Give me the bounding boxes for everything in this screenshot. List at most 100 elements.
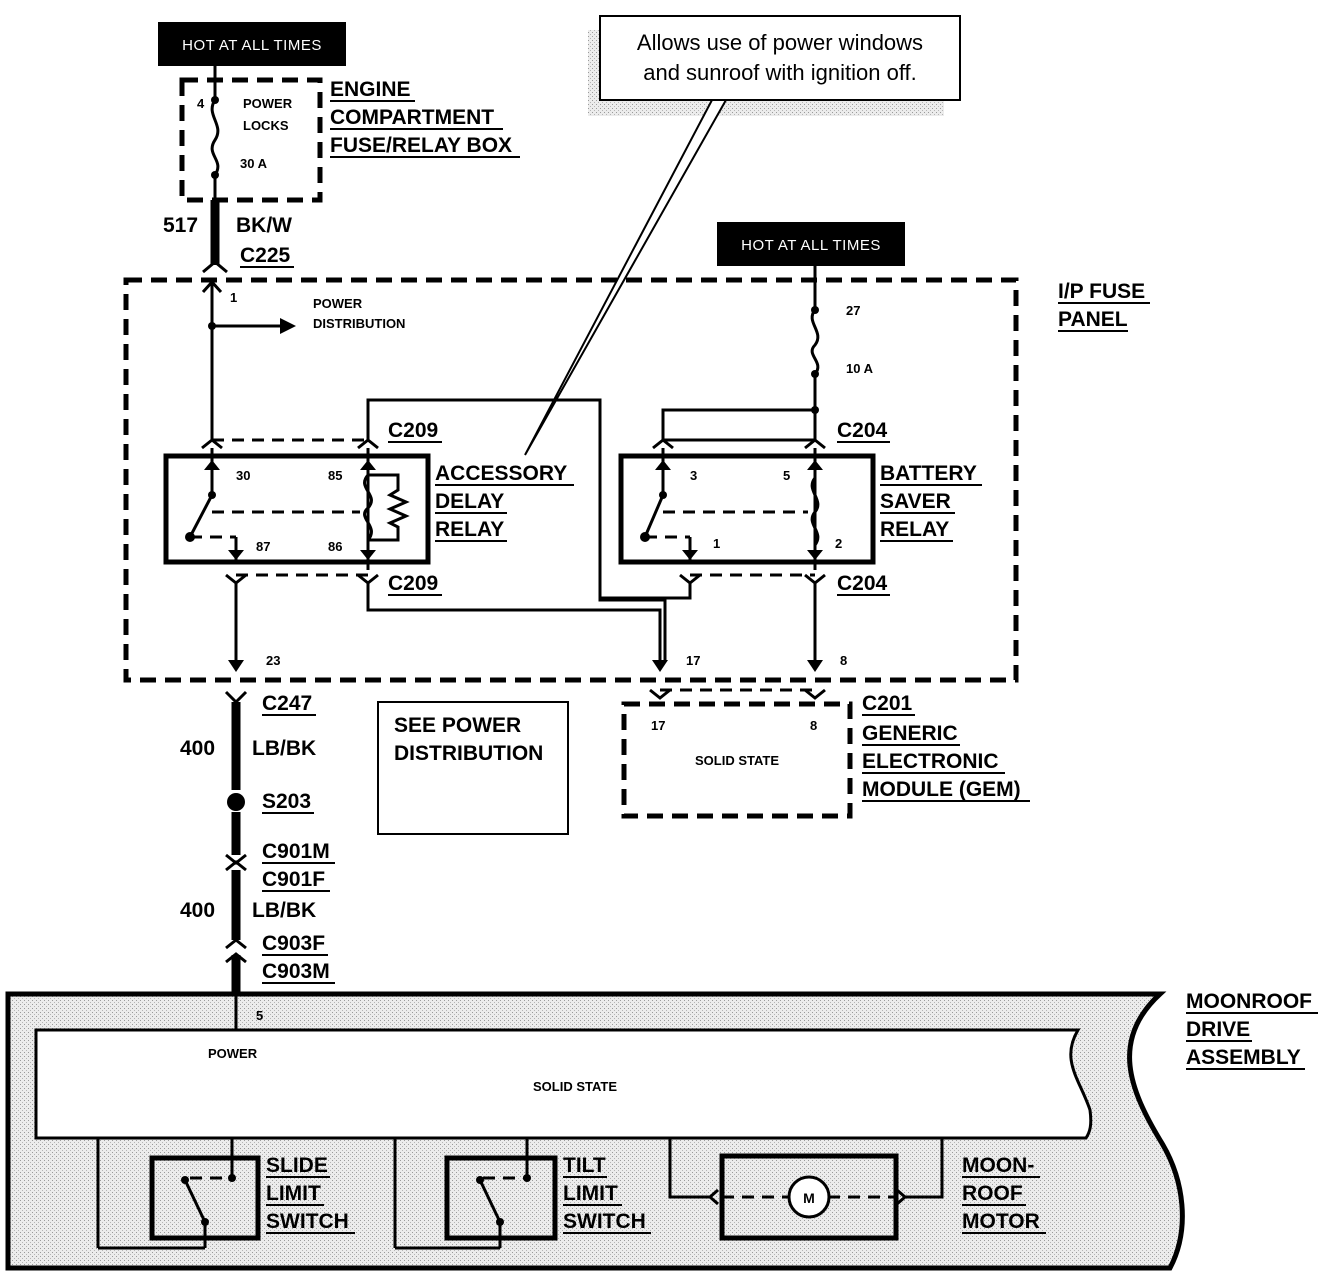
- hot-label-text: HOT AT ALL TIMES: [182, 37, 322, 54]
- motor-label-3: MOTOR: [962, 1210, 1040, 1233]
- wire-400-color-upper: LB/BK: [252, 737, 316, 760]
- callout-note: Allows use of power windows and sunroof …: [524, 15, 961, 456]
- slide-switch-label-1: SLIDE: [266, 1154, 328, 1177]
- solid-state-module: [34, 1028, 1093, 1140]
- gem-label-2: ELECTRONIC: [862, 750, 999, 773]
- generic-electronic-module: 17 8 SOLID STATE: [621, 688, 853, 819]
- moonroof-solid-state: SOLID STATE: [533, 1079, 617, 1094]
- connector-c903m: C903M: [262, 960, 330, 983]
- engine-compartment-fuse-box: 4 POWER LOCKS 30 A: [179, 60, 323, 203]
- ip-fuse-panel: [123, 277, 1019, 683]
- tilt-limit-switch: [393, 1138, 558, 1250]
- moonroof-drive-assembly: 5 POWER SOLID STATE: [5, 991, 1185, 1271]
- power-distribution-label-2: DISTRIBUTION: [313, 316, 405, 331]
- connector-c247: C247: [262, 692, 312, 715]
- fuse-27-amperage: 10 A: [846, 361, 874, 376]
- wire-to-gem-pin-17: [366, 398, 667, 660]
- ip-fuse-panel-label-1: I/P FUSE: [1058, 280, 1145, 303]
- accessory-delay-relay-label-1: ACCESSORY: [435, 462, 567, 485]
- blank-label-area: [305, 340, 420, 366]
- accessory-delay-relay: 30 85 87 86: [163, 448, 431, 570]
- accessory-delay-relay-label-2: DELAY: [435, 490, 504, 513]
- relay-coil: [368, 473, 410, 542]
- moonroof-motor: M: [668, 1138, 944, 1241]
- fuse-4-number: 4: [197, 96, 205, 111]
- accessory-delay-relay-label-3: RELAY: [435, 518, 504, 541]
- wire-517-number: 517: [163, 214, 198, 237]
- connector-c903f: C903F: [262, 932, 325, 955]
- gem-label-1: GENERIC: [862, 722, 958, 745]
- connector-c209-bottom: C209: [388, 572, 438, 595]
- fuse-27-number: 27: [846, 303, 860, 318]
- wire-517-color: BK/W: [236, 214, 292, 237]
- moonroof-drive-label-2: DRIVE: [1186, 1018, 1250, 1041]
- relay-contact-arm: [188, 494, 214, 538]
- motor-m-label: M: [803, 1190, 815, 1206]
- adr-pin-85: 85: [328, 468, 342, 483]
- connector-c204-bottom: C204: [837, 572, 888, 595]
- fuse-4-name-1: POWER: [243, 96, 293, 111]
- connector-c225: C225: [240, 244, 291, 267]
- hot-label-text: HOT AT ALL TIMES: [741, 237, 881, 254]
- see-pd-line-1: SEE POWER: [394, 714, 521, 737]
- adr-pin-30: 30: [236, 468, 250, 483]
- pin-17: 17: [686, 653, 700, 668]
- connector-c901f: C901F: [262, 868, 325, 891]
- callout-pointer: [524, 99, 728, 456]
- battery-saver-relay-label-3: RELAY: [880, 518, 949, 541]
- see-pd-line-2: DISTRIBUTION: [394, 742, 543, 765]
- bsr-pin-1: 1: [713, 536, 720, 551]
- pin-23: 23: [266, 653, 280, 668]
- callout-line-2: and sunroof with ignition off.: [643, 60, 917, 85]
- pin-8: 8: [840, 653, 847, 668]
- slide-switch-label-2: LIMIT: [266, 1182, 321, 1205]
- tilt-switch-label-1: TILT: [563, 1154, 606, 1177]
- engine-box-label-2: COMPARTMENT: [330, 106, 494, 129]
- moonroof-pin-5: 5: [256, 1008, 263, 1023]
- motor-label-1: MOON-: [962, 1154, 1034, 1177]
- battery-saver-relay-label-1: BATTERY: [880, 462, 977, 485]
- moonroof-drive-label-1: MOONROOF: [1186, 990, 1312, 1013]
- gem-label-3: MODULE (GEM): [862, 778, 1021, 801]
- connector-c901m: C901M: [262, 840, 330, 863]
- gem-solid-state: SOLID STATE: [695, 753, 779, 768]
- moonroof-drive-label-3: ASSEMBLY: [1186, 1046, 1301, 1069]
- splice-s203-label: S203: [262, 790, 311, 813]
- ip-fuse-panel-label-2: PANEL: [1058, 308, 1128, 331]
- wire-400-number-upper: 400: [180, 737, 215, 760]
- tilt-switch-label-2: LIMIT: [563, 1182, 618, 1205]
- connector-c204-top: C204: [837, 419, 888, 442]
- fuse-4-amperage: 30 A: [240, 156, 268, 171]
- engine-box-label-1: ENGINE: [330, 78, 411, 101]
- adr-pin-87: 87: [256, 539, 270, 554]
- gem-pin-17: 17: [651, 718, 665, 733]
- callout-line-1: Allows use of power windows: [637, 30, 923, 55]
- splice-s203: [227, 793, 245, 811]
- fuse-27-element: [810, 309, 820, 375]
- see-power-distribution-box: SEE POWER DISTRIBUTION: [377, 701, 569, 835]
- connector-c209-top: C209: [388, 419, 438, 442]
- battery-saver-relay-label-2: SAVER: [880, 490, 951, 513]
- motor-icon: [787, 1175, 831, 1219]
- tilt-switch-label-3: SWITCH: [563, 1210, 646, 1233]
- relay-contact-arm: [643, 494, 665, 538]
- adr-pin-86: 86: [328, 539, 342, 554]
- slide-limit-switch: [96, 1138, 261, 1250]
- slide-switch-label-3: SWITCH: [266, 1210, 349, 1233]
- wire-400-number-lower: 400: [180, 899, 215, 922]
- bsr-pin-3: 3: [690, 468, 697, 483]
- hot-at-all-times-label-fuse-panel: HOT AT ALL TIMES: [717, 222, 905, 266]
- bsr-pin-5: 5: [783, 468, 790, 483]
- connector-c201: C201: [862, 692, 913, 715]
- fuse-4-name-2: LOCKS: [243, 118, 289, 133]
- battery-saver-relay: 3 5 1 2: [618, 448, 876, 570]
- moonroof-power-label: POWER: [208, 1046, 258, 1061]
- hot-at-all-times-label-top: HOT AT ALL TIMES: [158, 22, 346, 66]
- relay-coil: [810, 477, 820, 546]
- gem-pin-8: 8: [810, 718, 817, 733]
- fuse-4-element: [210, 99, 220, 176]
- wire-400-color-lower: LB/BK: [252, 899, 316, 922]
- bsr-pin-2: 2: [835, 536, 842, 551]
- power-distribution-label-1: POWER: [313, 296, 363, 311]
